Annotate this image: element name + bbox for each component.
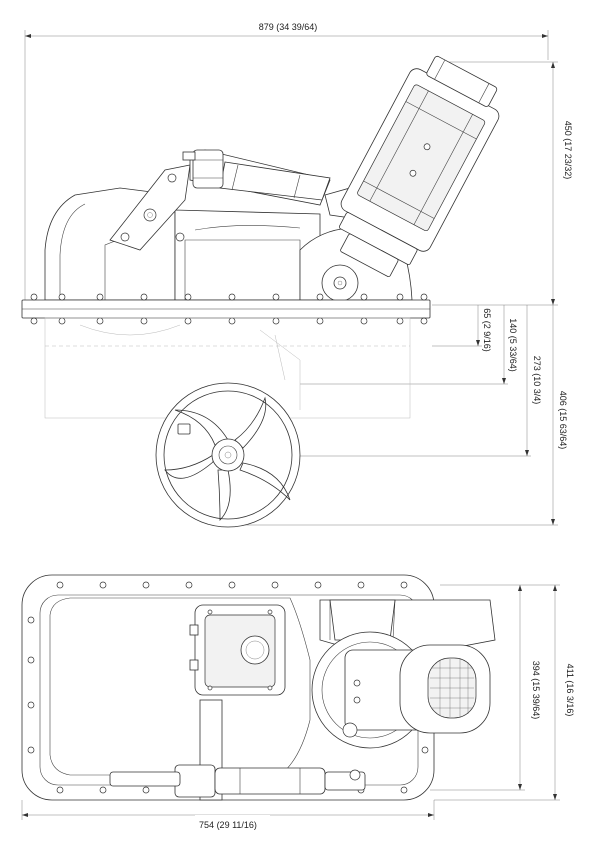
dim-flange-depth-label: 65 (2 9/16)	[482, 308, 492, 352]
dim-bottom-width: 754 (29 11/16)	[21, 800, 435, 830]
dim-top-width: 879 (34 39/64)	[24, 20, 549, 300]
electric-motor	[338, 55, 500, 278]
dim-outer-height-label: 411 (16 3/16)	[565, 664, 575, 717]
dim-bottom-right: 394 (15 39/64) 411 (16 3/16)	[430, 584, 575, 801]
propeller	[155, 382, 301, 528]
motor-vent-grid	[430, 659, 474, 717]
dim-inner-height-label: 394 (15 39/64)	[531, 661, 541, 720]
dim-prop-bottom-label: 406 (15 63/64)	[558, 391, 568, 450]
side-view: 879 (34 39/64) 450 (17 23/32) 65 (2 9/16…	[21, 20, 573, 528]
top-actuator	[109, 699, 366, 801]
top-view: 754 (29 11/16) 394 (15 39/64) 411 (16 3/…	[21, 574, 575, 830]
pivot-arm	[109, 164, 191, 251]
dim-top-width-label: 879 (34 39/64)	[259, 22, 318, 32]
dim-bottom-width-label: 754 (29 11/16)	[199, 820, 257, 830]
dim-tunnel-bottom-label: 273 (10 3/4)	[532, 356, 542, 405]
actuator-cylinder	[182, 149, 371, 221]
dim-tunnel-center-label: 140 (5 33/64)	[508, 318, 518, 372]
control-box	[189, 604, 286, 696]
mounting-flange	[21, 293, 431, 325]
dim-right-stack: 450 (17 23/32) 65 (2 9/16) 140 (5 33/64)…	[240, 61, 573, 526]
dim-total-height-label: 450 (17 23/32)	[563, 121, 573, 180]
motor-top-view	[311, 599, 496, 749]
